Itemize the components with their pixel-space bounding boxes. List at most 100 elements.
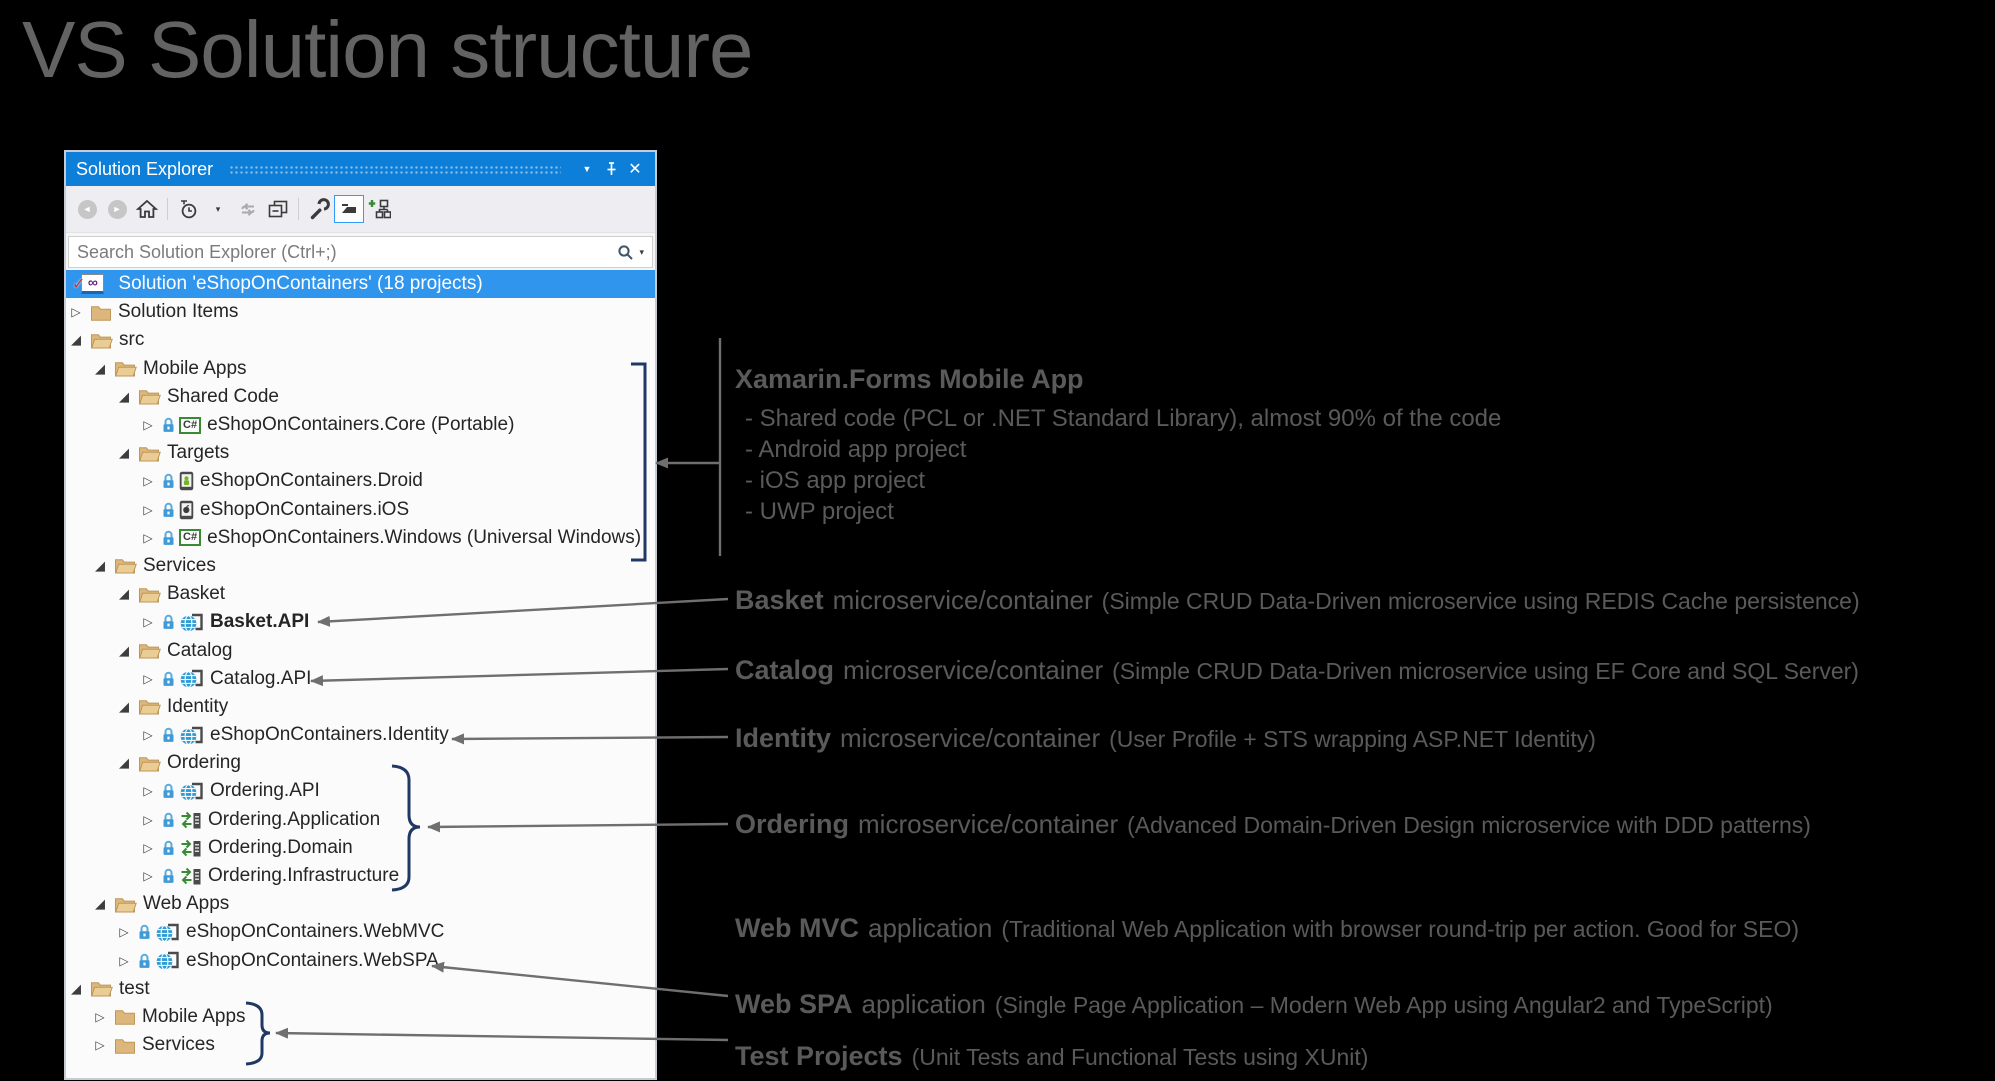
- tree-row-label: Solution Items: [118, 301, 239, 323]
- annotation-paren-label: (Traditional Web Application with browse…: [1001, 916, 1800, 942]
- tree-row[interactable]: ▷C#eShopOnContainers.Core (Portable): [66, 411, 655, 439]
- tree-row[interactable]: ◢Mobile Apps: [66, 355, 655, 383]
- tree-row[interactable]: ▷Ordering.API: [66, 777, 655, 805]
- show-all-files-button[interactable]: [334, 195, 364, 223]
- tree-row[interactable]: ▷ Solution Items: [66, 298, 655, 326]
- folder-open-icon: [138, 641, 161, 660]
- expand-expander-icon[interactable]: ▷: [95, 1009, 105, 1024]
- filter-dropdown[interactable]: ▾: [203, 195, 233, 223]
- home-button[interactable]: [132, 195, 162, 223]
- tree-row[interactable]: ◢ Services: [66, 552, 655, 580]
- collapse-expander-icon[interactable]: ◢: [71, 980, 81, 996]
- properties-button[interactable]: [304, 195, 334, 223]
- annotation-bold-label: Ordering: [735, 809, 850, 839]
- collapse-all-button[interactable]: [263, 195, 293, 223]
- collapse-expander-icon[interactable]: ◢: [119, 698, 129, 714]
- expand-expander-icon[interactable]: ▷: [143, 812, 153, 827]
- pin-icon[interactable]: [599, 157, 623, 181]
- tree-row-label: eShopOnContainers.Droid: [200, 470, 423, 492]
- solution-icon: ✓∞: [70, 274, 112, 295]
- tree-row[interactable]: ◢Catalog: [66, 636, 655, 664]
- tree-row[interactable]: ✓∞Solution 'eShopOnContainers' (18 proje…: [66, 270, 655, 299]
- expand-expander-icon[interactable]: ▷: [143, 840, 153, 855]
- tree-row[interactable]: ▷eShopOnContainers.iOS: [66, 496, 655, 524]
- tree-row[interactable]: ◢Shared Code: [66, 383, 655, 411]
- folder-closed-icon: [114, 1036, 136, 1055]
- expand-expander-icon[interactable]: ▷: [119, 925, 129, 940]
- collapse-expander-icon[interactable]: ◢: [119, 388, 129, 404]
- back-button[interactable]: ◄: [72, 195, 102, 223]
- expand-expander-icon[interactable]: ▷: [143, 784, 153, 799]
- close-icon[interactable]: ✕: [628, 161, 642, 178]
- tree-row[interactable]: ▷Services: [66, 1031, 655, 1059]
- tree-row[interactable]: ▷eShopOnContainers.Identity: [66, 721, 655, 749]
- tree-row[interactable]: ◢Targets: [66, 439, 655, 467]
- collapse-expander-icon[interactable]: ◢: [119, 445, 129, 461]
- forward-button[interactable]: ►: [102, 195, 132, 223]
- tree-row[interactable]: ◢test: [66, 975, 655, 1003]
- pending-changes-filter-button[interactable]: [173, 195, 203, 223]
- collapse-expander-icon[interactable]: ◢: [119, 586, 129, 602]
- search-placeholder: Search Solution Explorer (Ctrl+;): [77, 241, 337, 262]
- expand-expander-icon[interactable]: ▷: [71, 305, 81, 320]
- tree-row[interactable]: ▷ eShopOnContainers.WebSPA: [66, 947, 655, 975]
- tree-row[interactable]: ◢Basket: [66, 580, 655, 608]
- tree-row-label: eShopOnContainers.Windows (Universal Win…: [207, 526, 642, 548]
- tree-row[interactable]: ▷Catalog.API: [66, 665, 655, 693]
- tree-row-label: src: [119, 329, 145, 351]
- collapse-expander-icon[interactable]: ◢: [71, 332, 81, 348]
- folder-closed-icon: [90, 303, 112, 322]
- annotation-test: Test Projects(Unit Tests and Functional …: [735, 1040, 1368, 1077]
- tree-row[interactable]: ▷Basket.API: [66, 608, 655, 636]
- collapse-all-icon: [268, 200, 288, 218]
- library-icon: [179, 866, 202, 886]
- collapse-expander-icon[interactable]: ◢: [95, 360, 105, 376]
- expand-expander-icon[interactable]: ▷: [143, 615, 153, 630]
- panel-title: Solution Explorer: [76, 158, 214, 179]
- panel-titlebar[interactable]: Solution Explorer ▼ ✕: [66, 152, 655, 186]
- tree-row-label: Identity: [167, 695, 229, 717]
- expand-expander-icon[interactable]: ▷: [143, 671, 153, 686]
- tree-row[interactable]: ◢ Ordering: [66, 749, 655, 777]
- refresh-button[interactable]: [233, 195, 263, 223]
- search-row: Search Solution Explorer (Ctrl+;) ▾: [66, 233, 655, 271]
- sync-with-active-document-button[interactable]: [364, 195, 394, 223]
- lock-icon: [162, 812, 175, 828]
- annotation-xamarin-block: Xamarin.Forms Mobile App - Shared code (…: [735, 364, 1501, 527]
- library-icon: [179, 838, 202, 858]
- expand-expander-icon[interactable]: ▷: [143, 474, 153, 489]
- search-icon[interactable]: [617, 244, 634, 261]
- collapse-expander-icon[interactable]: ◢: [95, 557, 105, 573]
- expand-expander-icon[interactable]: ▷: [143, 502, 153, 517]
- folder-open-icon: [138, 754, 161, 773]
- expand-expander-icon[interactable]: ▷: [143, 418, 153, 433]
- collapse-expander-icon[interactable]: ◢: [119, 642, 129, 658]
- window-position-dropdown-icon[interactable]: ▼: [582, 164, 592, 174]
- tree-row[interactable]: ▷Mobile Apps: [66, 1003, 655, 1031]
- collapse-expander-icon[interactable]: ◢: [95, 896, 105, 912]
- tree-row[interactable]: ▷Ordering.Infrastructure: [66, 862, 655, 890]
- tree-row[interactable]: ◢ src: [66, 326, 655, 354]
- tree-row[interactable]: ▷C#eShopOnContainers.Windows (Universal …: [66, 524, 655, 552]
- tree-row[interactable]: ▷eShopOnContainers.WebMVC: [66, 918, 655, 946]
- collapse-expander-icon[interactable]: ◢: [119, 755, 129, 771]
- expand-expander-icon[interactable]: ▷: [95, 1038, 105, 1053]
- tree-row[interactable]: ▷ eShopOnContainers.Droid: [66, 467, 655, 495]
- tree-row-label: eShopOnContainers.WebSPA: [186, 949, 439, 971]
- expand-expander-icon[interactable]: ▷: [143, 728, 153, 743]
- tree-row[interactable]: ▷Ordering.Application: [66, 806, 655, 834]
- tree-row[interactable]: ◢Web Apps: [66, 890, 655, 918]
- search-options-dropdown-icon[interactable]: ▾: [639, 246, 644, 257]
- expand-expander-icon[interactable]: ▷: [143, 530, 153, 545]
- tree-row-label: Services: [143, 554, 216, 576]
- lock-icon: [162, 530, 175, 546]
- expand-expander-icon[interactable]: ▷: [143, 869, 153, 884]
- expand-expander-icon[interactable]: ▷: [119, 953, 129, 968]
- tree-row[interactable]: ◢ Identity: [66, 693, 655, 721]
- search-input[interactable]: Search Solution Explorer (Ctrl+;) ▾: [68, 236, 653, 268]
- tree-row[interactable]: ▷Ordering.Domain: [66, 834, 655, 862]
- annotation-bullet: - Shared code (PCL or .NET Standard Libr…: [745, 405, 1502, 432]
- tree-row-label: Ordering: [167, 752, 241, 774]
